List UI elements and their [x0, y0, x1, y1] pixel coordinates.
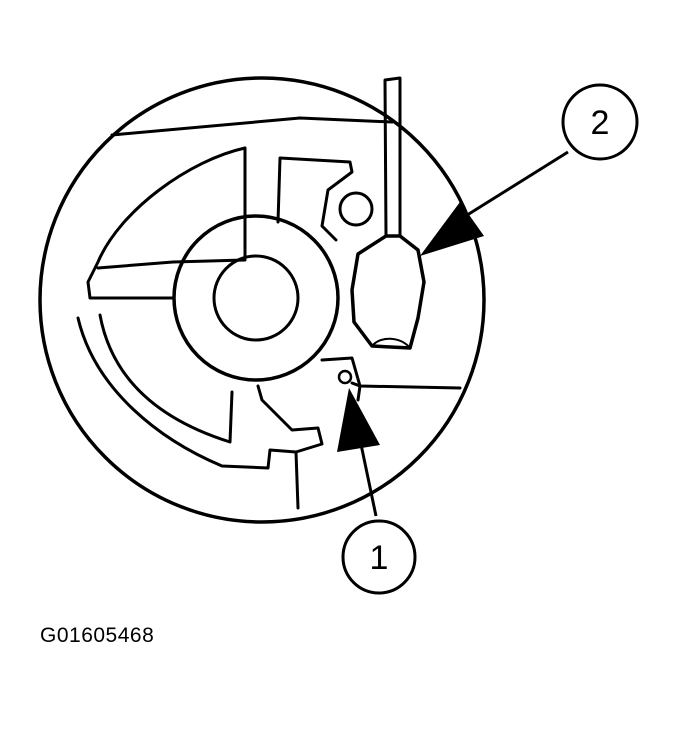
tool-shaft — [383, 76, 402, 238]
upper-post — [276, 156, 354, 242]
callout-1-arrowhead — [337, 388, 380, 452]
lower-rib — [294, 450, 300, 510]
tool-blade-edge — [371, 337, 411, 349]
lower-left-arm-inner — [98, 313, 234, 444]
callout-1-label: 1 — [370, 539, 389, 577]
left-frame-inner — [96, 146, 247, 270]
top-pin — [338, 191, 374, 227]
housing-right-rib — [350, 381, 462, 390]
lower-left-arm — [76, 316, 324, 470]
callout-2-circle — [561, 83, 639, 161]
tool-blade — [350, 234, 426, 350]
outer-housing — [38, 76, 486, 524]
lower-bracket — [320, 356, 362, 402]
callout-1-circle — [341, 519, 417, 595]
callout-2-leader — [455, 150, 569, 224]
hub-bore — [212, 254, 300, 342]
left-frame-outer — [86, 146, 247, 300]
callout-2-arrowhead — [420, 202, 484, 256]
central-hub — [172, 214, 340, 382]
callout-2-bubble: 2 — [561, 83, 639, 161]
callout-1-bubble: 1 — [341, 519, 417, 595]
bracket-hole — [337, 369, 353, 385]
figure-code: G01605468 — [40, 624, 155, 647]
housing-top-rib — [110, 116, 394, 137]
callout-2-label: 2 — [591, 104, 610, 142]
